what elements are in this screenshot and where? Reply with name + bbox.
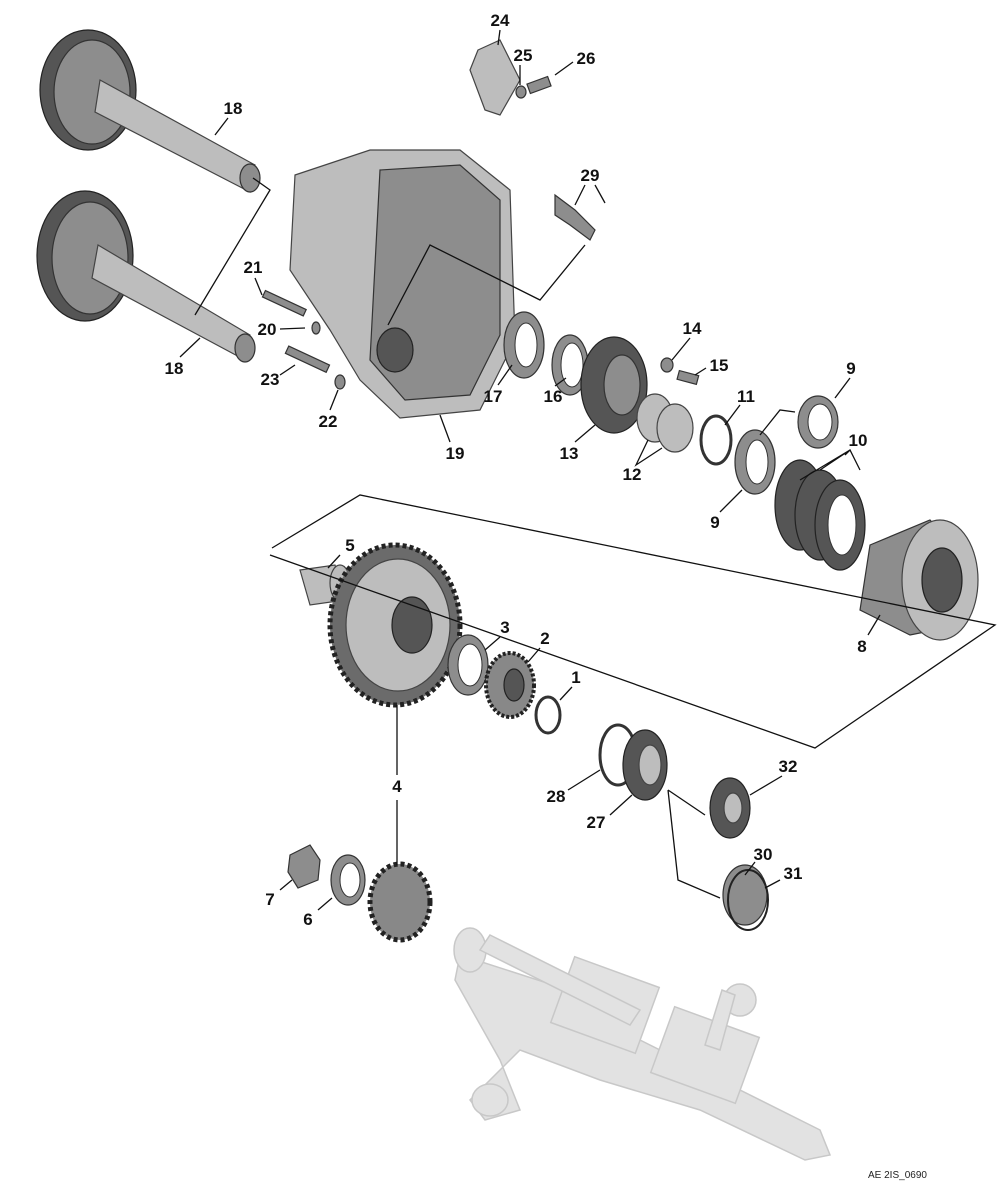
callout-13: 13 bbox=[560, 444, 579, 463]
callout-12: 12 bbox=[623, 465, 642, 484]
callout-18-upper: 18 bbox=[224, 99, 243, 118]
callout-21: 21 bbox=[244, 258, 263, 277]
callout-19: 19 bbox=[446, 444, 465, 463]
callout-30: 30 bbox=[754, 845, 773, 864]
callout-9-upper: 9 bbox=[846, 359, 855, 378]
callout-5: 5 bbox=[345, 536, 354, 555]
callout-15: 15 bbox=[710, 356, 729, 375]
callout-28: 28 bbox=[547, 787, 566, 806]
diagram-reference-code: AE 2IS_0690 bbox=[868, 1170, 927, 1181]
callout-16: 16 bbox=[544, 387, 563, 406]
callout-8: 8 bbox=[857, 637, 866, 656]
callout-29: 29 bbox=[581, 166, 600, 185]
cover-plate bbox=[469, 39, 521, 116]
screw-15 bbox=[676, 369, 700, 386]
output-shaft-upper bbox=[39, 29, 261, 193]
callout-labels: 24 25 26 18 29 21 20 14 15 18 23 17 16 1… bbox=[165, 11, 868, 929]
crankshaft-ghost bbox=[453, 927, 832, 1161]
o-ring-25 bbox=[515, 85, 527, 99]
callout-3: 3 bbox=[500, 618, 509, 637]
callout-31: 31 bbox=[784, 864, 803, 883]
leader-lines bbox=[179, 29, 997, 911]
callout-20: 20 bbox=[258, 320, 277, 339]
washer-22 bbox=[334, 374, 346, 390]
callout-26: 26 bbox=[577, 49, 596, 68]
bushing-12b bbox=[656, 403, 694, 453]
o-ring-31 bbox=[727, 869, 769, 931]
transmission-housing bbox=[289, 149, 516, 419]
retaining-ring-11 bbox=[699, 414, 733, 466]
bracket-29 bbox=[554, 193, 596, 241]
callout-25: 25 bbox=[514, 46, 533, 65]
callout-6: 6 bbox=[303, 910, 312, 929]
callout-32: 32 bbox=[779, 757, 798, 776]
washer-14 bbox=[660, 357, 674, 373]
callout-24: 24 bbox=[491, 11, 510, 30]
callout-2: 2 bbox=[540, 629, 549, 648]
output-shaft-lower bbox=[36, 190, 256, 363]
callout-11: 11 bbox=[737, 387, 755, 406]
callout-7: 7 bbox=[265, 890, 274, 909]
callout-14: 14 bbox=[683, 319, 702, 338]
washer-20 bbox=[311, 321, 321, 335]
callout-18-lower: 18 bbox=[165, 359, 184, 378]
circlip-1 bbox=[534, 695, 562, 735]
small-gear-4 bbox=[367, 861, 433, 943]
nut-7 bbox=[287, 844, 321, 889]
bolt-23 bbox=[284, 345, 331, 374]
callout-22: 22 bbox=[319, 412, 338, 431]
callout-23: 23 bbox=[261, 370, 280, 389]
callout-17: 17 bbox=[484, 387, 503, 406]
large-gear-4 bbox=[327, 542, 463, 708]
screw-26 bbox=[526, 75, 552, 95]
callout-10: 10 bbox=[849, 431, 868, 450]
callout-1: 1 bbox=[571, 668, 580, 687]
callout-9-lower: 9 bbox=[710, 513, 719, 532]
callout-4: 4 bbox=[392, 777, 402, 796]
callout-27: 27 bbox=[587, 813, 606, 832]
clutch-drum-8 bbox=[859, 519, 979, 641]
bolt-21 bbox=[261, 289, 308, 317]
